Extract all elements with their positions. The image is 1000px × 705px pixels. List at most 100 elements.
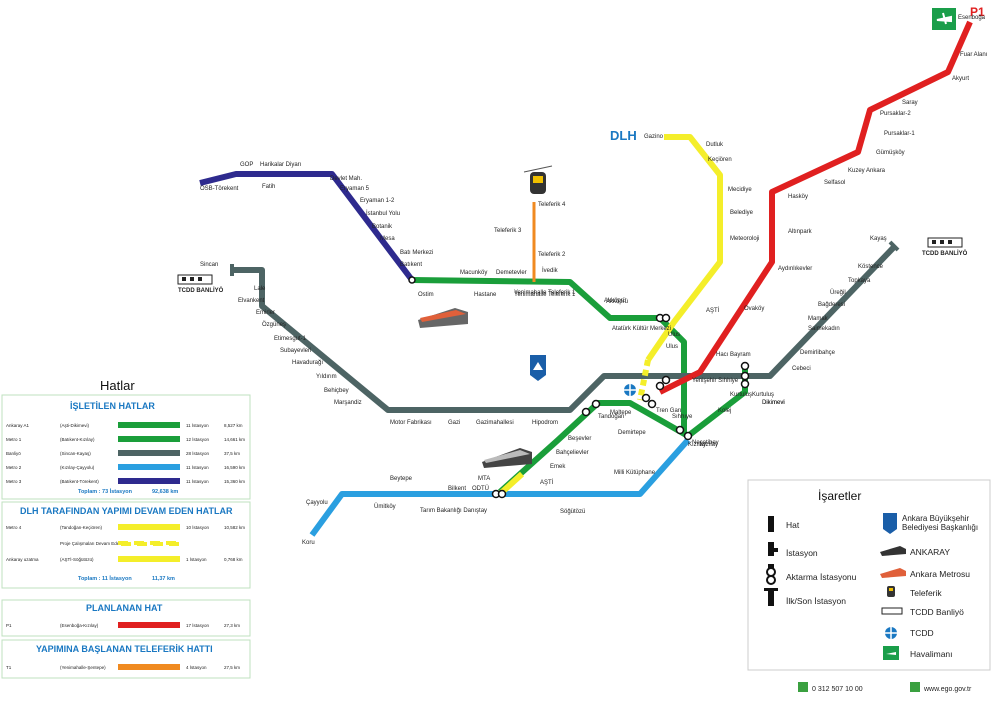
station-label: Aydınlıkevler [778, 266, 812, 272]
station-label: Teleferik 3 [494, 228, 522, 234]
station-label: Tandoğan [598, 414, 624, 420]
station-label: Atatürk Kültür Merkezi [612, 326, 671, 332]
transfer-icon [766, 564, 776, 585]
transfer-nodes [408, 276, 750, 499]
station-label: Esenboğa [958, 15, 986, 21]
line-name: T1 [6, 665, 12, 670]
line-stations: 10 İstasyon [186, 524, 210, 530]
station-label: Devlet Mah. [330, 176, 362, 182]
ankaray-train-icon [482, 448, 532, 468]
line-color-swatch [118, 664, 180, 670]
line-route: (Aşti-Dikimevi) [60, 423, 89, 428]
station-label: Yıldırım [316, 374, 337, 380]
dlh-line [645, 134, 723, 362]
station-label: Teleferik 2 [538, 252, 566, 258]
ankaray-line [497, 368, 748, 495]
line-stations: 11 İstasyon [186, 464, 209, 470]
legend-ilk-son-label: İlk/Son İstasyon [786, 596, 846, 606]
dlh-box [1, 501, 251, 589]
line-km: 16,590 km [224, 465, 245, 470]
station-label: İvedik [542, 267, 559, 274]
station-label: Ostim [418, 292, 434, 298]
metro3-line [199, 171, 415, 282]
legend-metro-label: Ankara Metrosu [910, 569, 970, 579]
line-route: (Sincan-Kayaş) [60, 451, 91, 456]
station-label: Demetevler [496, 270, 527, 276]
isletilen-total-km: 92,638 km [152, 489, 178, 495]
station-label: Sincan [200, 262, 218, 268]
station-label: Kurtuluş [730, 392, 752, 398]
station-label: Pursaklar-2 [880, 111, 911, 117]
station-label: Harikalar Diyarı [260, 162, 302, 168]
line-color-swatch [118, 422, 180, 428]
legend-teleferik-label: Teleferik [910, 588, 942, 598]
station-label: Dikimevi [762, 400, 785, 406]
line-km: 10,582 km [224, 525, 245, 530]
station-label: Altınpark [788, 229, 813, 235]
station-label: Kızılay [700, 442, 718, 448]
station-label: Çayyolu [306, 500, 328, 506]
station-label: MTA [478, 476, 490, 482]
cable-car-icon [523, 165, 553, 194]
legend-tcdd-label: TCDD [910, 628, 934, 638]
panel-row: Proje Çalışmaları Devam Eden [60, 541, 182, 546]
line-route: (Batıkent-Törekent) [60, 479, 99, 484]
line-color-swatch [118, 450, 180, 456]
station-icon [768, 542, 774, 556]
station-label: Ümitköy [374, 503, 396, 510]
station-label: Subayevleri [280, 348, 311, 354]
station-label: Keçiören [708, 157, 732, 163]
line-name: Metro 2 [6, 465, 22, 470]
station-label: Beşevler [568, 436, 591, 442]
station-label: Tren Garı [656, 408, 682, 414]
station-label: Necatibey [692, 440, 719, 446]
station-label: Köstence [858, 264, 884, 270]
legend-tcdd-banliyo-label: TCDD Banliyö [910, 607, 964, 617]
tcdd-banliyo-label: TCDD BANLİYÖ [922, 250, 968, 257]
station-label: Lale [254, 286, 266, 292]
line-km: 0,768 km [224, 557, 243, 562]
station-label: AŞTİ [540, 479, 554, 486]
station-label: Dikimevi [762, 400, 785, 406]
metro-train-icon [418, 308, 468, 328]
station-label: Ulus [666, 344, 678, 350]
footer-phone: 0 312 507 10 00 [812, 686, 863, 693]
station-label: Emirler [256, 310, 275, 316]
station-label: Kuzey Ankara [848, 168, 886, 174]
legend-hat-label: Hat [786, 520, 800, 530]
line-km: 14,661 km [224, 437, 245, 442]
station-label: Akköprü [604, 298, 626, 304]
dlh-panel-title: DLH TARAFINDAN YAPIMI DEVAM EDEN HATLAR [20, 506, 233, 516]
line-stations: 17 İstasyon [186, 622, 210, 628]
station-label: Koru [302, 540, 315, 546]
dlh-total: Toplam : 11 İstasyon [78, 575, 132, 582]
station-label: Hastane [474, 292, 497, 298]
station-label: Milli Kütüphane [614, 470, 656, 476]
station-label: Ulus [668, 332, 680, 338]
web-icon [910, 682, 920, 692]
line-route: (AŞTİ-Söğütözü) [60, 556, 94, 562]
station-label: Üreğil [830, 289, 846, 296]
line-route: (Esenboğa-Kızılay) [60, 623, 99, 628]
station-label: Kayaş [870, 236, 887, 242]
station-icon [774, 548, 778, 552]
municipality-logo-icon [530, 355, 546, 381]
line-name: Metro 4 [6, 525, 22, 530]
station-label: Ovaköy [744, 306, 764, 312]
line-color-swatch [118, 478, 180, 484]
station-label: Bahçelievler [556, 450, 589, 456]
station-label: Yenimahalle Teleferik 1 [514, 290, 576, 296]
suburban-train-icon [927, 237, 963, 248]
station-label: Tarım Bakanlığı Danıştay [420, 508, 487, 514]
hatlar-title: Hatlar [100, 378, 135, 393]
station-label: Gazi [448, 420, 460, 426]
station-label: Yenişehir Sıhhiye [692, 378, 739, 384]
station-label: Kızılay [688, 442, 706, 448]
